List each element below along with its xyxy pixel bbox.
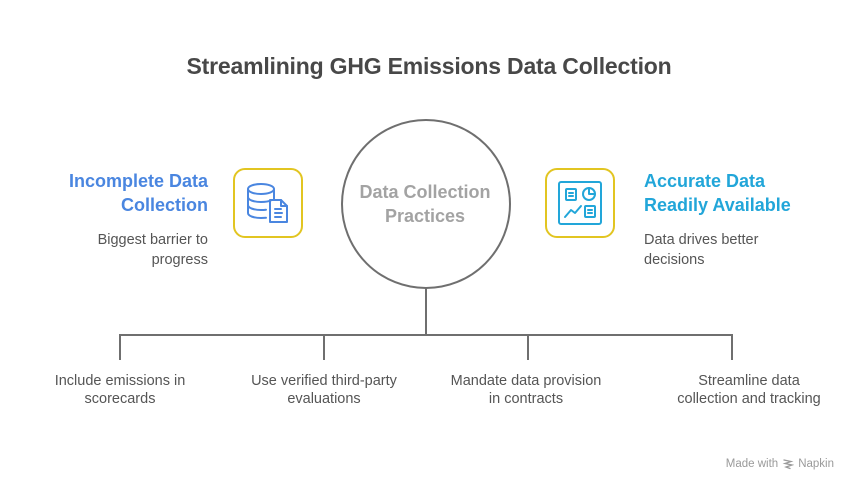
left-description: Biggest barrier to progress bbox=[98, 230, 208, 270]
practice-line1: Mandate data provision bbox=[450, 373, 602, 389]
practice-line1: Use verified third-party bbox=[251, 373, 397, 389]
practice-line1: Include emissions in bbox=[54, 373, 186, 389]
center-label: Data Collection Practices bbox=[345, 180, 505, 228]
right-description: Data drives better decisions bbox=[644, 230, 758, 270]
right-description-line1: Data drives better bbox=[644, 232, 759, 248]
database-document-icon bbox=[247, 183, 288, 223]
right-heading-line1: Accurate Data bbox=[644, 171, 766, 191]
right-heading-line2: Readily Available bbox=[644, 195, 791, 215]
practice-item: Streamline data collection and tracking bbox=[654, 372, 844, 408]
practice-line2: collection and tracking bbox=[677, 391, 821, 407]
practice-item: Mandate data provision in contracts bbox=[431, 372, 621, 408]
left-heading: Incomplete Data Collection bbox=[69, 169, 208, 217]
right-description-line2: decisions bbox=[644, 252, 705, 268]
practice-line1: Streamline data bbox=[698, 373, 800, 389]
diagram-title: Streamlining GHG Emissions Data Collecti… bbox=[186, 53, 672, 79]
left-description-line2: progress bbox=[151, 252, 208, 268]
right-icon-box bbox=[545, 168, 615, 238]
left-description-line1: Biggest barrier to bbox=[97, 232, 208, 248]
center-label-line2: Practices bbox=[384, 206, 466, 226]
center-label-line1: Data Collection bbox=[359, 182, 491, 202]
practice-line2: scorecards bbox=[84, 391, 156, 407]
napkin-logo-icon bbox=[782, 459, 795, 470]
practice-line2: in contracts bbox=[488, 391, 564, 407]
practice-line2: evaluations bbox=[287, 391, 361, 407]
left-heading-line1: Incomplete Data bbox=[68, 171, 208, 191]
watermark: Made with Napkin bbox=[726, 458, 834, 470]
brand-label: Napkin bbox=[798, 458, 834, 470]
left-icon-box bbox=[233, 168, 303, 238]
practice-item: Use verified third-party evaluations bbox=[229, 372, 419, 408]
dashboard-icon bbox=[558, 181, 602, 225]
made-with-label: Made with bbox=[725, 458, 779, 470]
right-heading: Accurate Data Readily Available bbox=[644, 169, 791, 217]
practice-item: Include emissions in scorecards bbox=[25, 372, 215, 408]
left-heading-line2: Collection bbox=[120, 195, 208, 215]
